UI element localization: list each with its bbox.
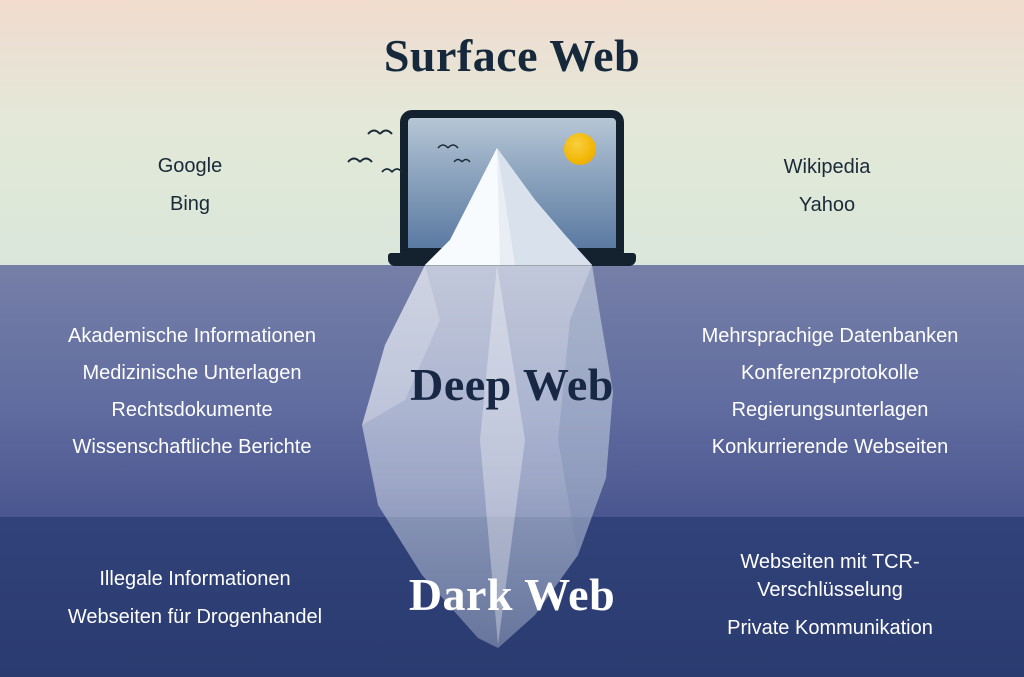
birds-icon [437, 144, 471, 163]
dark-right-item: Webseiten mit TCR-Verschlüsselung [740, 551, 920, 601]
surface-right-list: Wikipedia Yahoo [677, 148, 977, 224]
iceberg-icon [362, 148, 613, 648]
birds-icon [347, 129, 403, 173]
surface-web-title: Surface Web [383, 30, 641, 81]
deep-right-item: Konkurrierende Webseiten [711, 436, 949, 458]
dark-web-title: Dark Web [408, 569, 616, 620]
deep-right-item: Regierungsunterlagen [731, 399, 929, 421]
surface-left-item: Google [157, 155, 223, 177]
deep-right-item: Mehrsprachige Datenbanken [701, 325, 959, 347]
deep-left-item: Akademische Informationen [68, 325, 316, 347]
surface-right-item: Wikipedia [783, 156, 871, 178]
dark-left-item: Webseiten für Drogenhandel [67, 606, 323, 628]
surface-left-list: Google Bing [40, 147, 340, 223]
dark-right-list: Webseiten mit TCR-Verschlüsselung Privat… [690, 548, 970, 652]
dark-right-item: Private Kommunikation [727, 617, 933, 639]
deep-left-item: Wissenschaftliche Berichte [72, 436, 312, 458]
sun-icon [564, 133, 596, 165]
deep-left-item: Rechtsdokumente [111, 399, 273, 421]
deep-right-list: Mehrsprachige Datenbanken Konferenzproto… [658, 318, 1002, 466]
dark-left-item: Illegale Informationen [99, 568, 291, 590]
deep-left-item: Medizinische Unterlagen [82, 362, 302, 384]
dark-left-list: Illegale Informationen Webseiten für Dro… [30, 560, 360, 636]
deep-web-title: Deep Web [410, 359, 614, 410]
deep-left-list: Akademische Informationen Medizinische U… [18, 318, 366, 466]
surface-right-item: Yahoo [798, 194, 856, 216]
surface-left-item: Bing [169, 193, 211, 215]
deep-right-item: Konferenzprotokolle [741, 362, 919, 384]
